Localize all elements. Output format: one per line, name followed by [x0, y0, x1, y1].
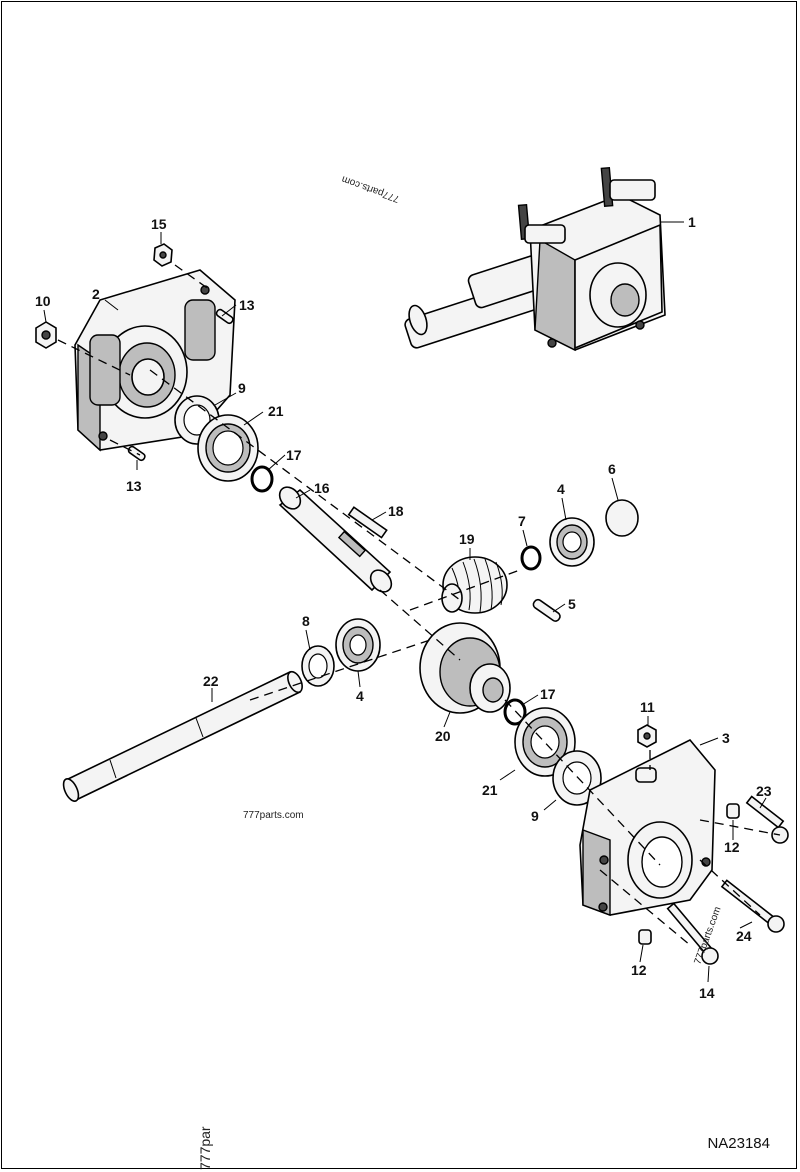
shaft-part-22: [62, 670, 303, 802]
ring-part-7: [520, 545, 542, 571]
pin-part-13-upper: [215, 308, 234, 325]
callout-14: 14: [699, 985, 715, 1001]
nut-part-10: [35, 321, 57, 349]
bearing-part-4-lower: [335, 618, 381, 672]
callout-8: 8: [302, 613, 310, 629]
callout-4-lower: 4: [356, 688, 364, 704]
watermark-top: 777parts.com: [340, 173, 401, 204]
bolt-part-24: [720, 879, 785, 933]
rear-housing: [579, 739, 716, 917]
callout-10: 10: [35, 293, 51, 309]
callout-17-lower: 17: [540, 686, 556, 702]
pin-part-5: [532, 598, 561, 622]
plug-part-12-upper: [726, 803, 740, 819]
assembly-axis-lines: [57, 264, 781, 946]
callout-17-upper: 17: [286, 447, 302, 463]
callouts: 1 2 3 4 4 5 6 7 8 9 9 10 11 12 12 13 13 …: [35, 214, 772, 1001]
callout-12-lower: 12: [631, 962, 647, 978]
callout-7: 7: [518, 513, 526, 529]
bolt-part-23: [745, 795, 789, 844]
callout-9-lower: 9: [531, 808, 539, 824]
watermark-bottom: 777par: [197, 1126, 213, 1170]
callout-16: 16: [314, 480, 330, 496]
callout-4-upper: 4: [557, 481, 565, 497]
leader-lines: [43, 221, 767, 983]
callout-22: 22: [203, 673, 219, 689]
bearing-part-4-upper: [549, 517, 595, 567]
callout-6: 6: [608, 461, 616, 477]
snap-ring-part-17-lower: [503, 698, 527, 726]
callout-24: 24: [736, 928, 752, 944]
callout-13-lower: 13: [126, 478, 142, 494]
worm-part-19: [441, 556, 508, 614]
callout-9-upper: 9: [238, 380, 246, 396]
bolt-part-14: [666, 902, 719, 965]
callout-18: 18: [388, 503, 404, 519]
shaft-part-16: [278, 486, 393, 593]
callout-3: 3: [722, 730, 730, 746]
bearing-part-21-upper: [197, 414, 259, 482]
watermark-middle: 777parts.com: [243, 810, 304, 821]
callout-21-lower: 21: [482, 782, 498, 798]
callout-12-upper: 12: [724, 839, 740, 855]
drawing-number: NA23184: [707, 1135, 770, 1152]
callout-21-upper: 21: [268, 403, 284, 419]
key-part-18: [347, 506, 388, 539]
callout-5: 5: [568, 596, 576, 612]
seal-part-8: [301, 645, 335, 687]
callout-1: 1: [688, 214, 696, 230]
callout-23: 23: [756, 783, 772, 799]
callout-19: 19: [459, 531, 475, 547]
callout-15: 15: [151, 216, 167, 232]
callout-2: 2: [92, 286, 100, 302]
pin-part-13-lower: [127, 445, 146, 462]
snap-ring-part-17-upper: [250, 465, 274, 493]
gear-part-20: [419, 622, 511, 714]
gearbox-assembly: [404, 166, 666, 352]
callout-13-upper: 13: [239, 297, 255, 313]
nut-part-11: [637, 724, 657, 748]
plug-part-12-lower: [638, 929, 652, 945]
callout-20: 20: [435, 728, 451, 744]
cup-part-6: [605, 499, 639, 537]
callout-11: 11: [640, 699, 655, 715]
nut-part-15: [153, 243, 173, 267]
